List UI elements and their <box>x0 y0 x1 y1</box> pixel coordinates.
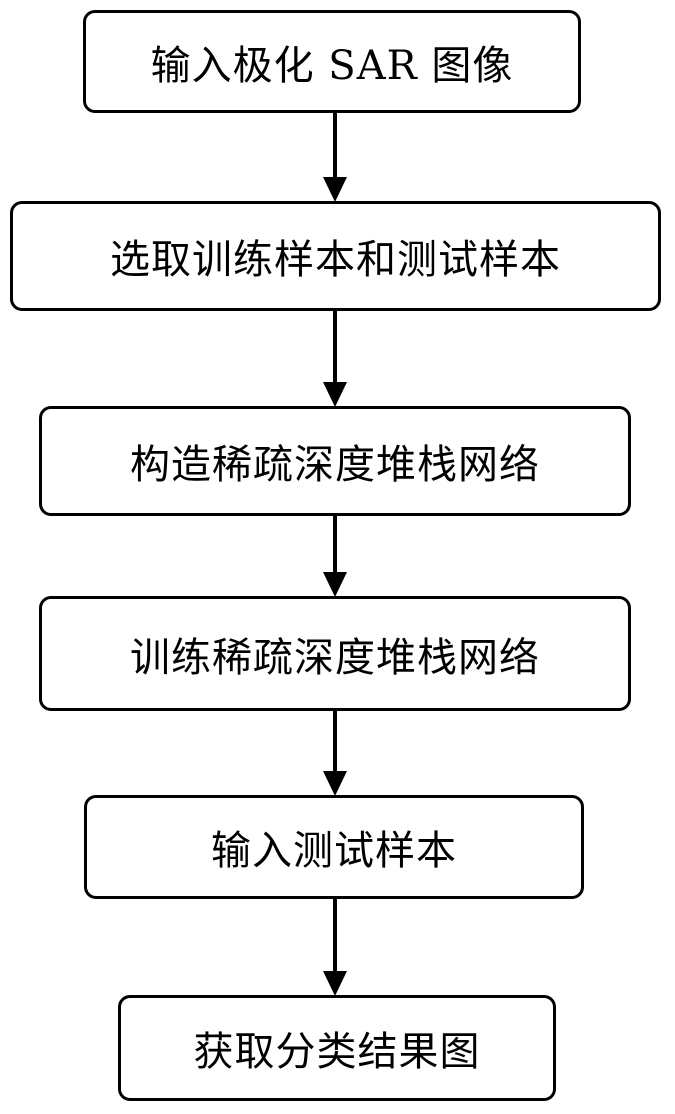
arrow-head-icon <box>323 177 347 202</box>
arrow-1-to-2 <box>323 311 347 407</box>
step-select-train-test-samples: 选取训练样本和测试样本 <box>10 201 661 311</box>
step-label: 获取分类结果图 <box>193 1029 481 1075</box>
step-label: 训练稀疏深度堆栈网络 <box>130 634 540 681</box>
arrow-head-icon <box>323 382 347 407</box>
step-input-test-samples: 输入测试样本 <box>84 795 584 899</box>
arrow-head-icon <box>323 971 347 996</box>
arrow-2-to-3 <box>323 516 347 597</box>
step-label: 输入极化 SAR 图像 <box>150 42 514 89</box>
step-get-classification-map: 获取分类结果图 <box>118 995 556 1101</box>
step-label: 输入测试样本 <box>211 828 457 874</box>
step-label: 构造稀疏深度堆栈网络 <box>130 442 540 488</box>
step-construct-network: 构造稀疏深度堆栈网络 <box>39 406 631 516</box>
arrow-head-icon <box>323 771 347 796</box>
arrow-0-to-1 <box>323 113 347 202</box>
arrow-4-to-5 <box>323 899 347 996</box>
arrow-head-icon <box>323 572 347 597</box>
step-input-polsar-image: 输入极化 SAR 图像 <box>83 10 581 113</box>
step-train-network: 训练稀疏深度堆栈网络 <box>39 596 631 711</box>
step-label: 选取训练样本和测试样本 <box>110 237 561 283</box>
arrow-3-to-4 <box>323 711 347 796</box>
